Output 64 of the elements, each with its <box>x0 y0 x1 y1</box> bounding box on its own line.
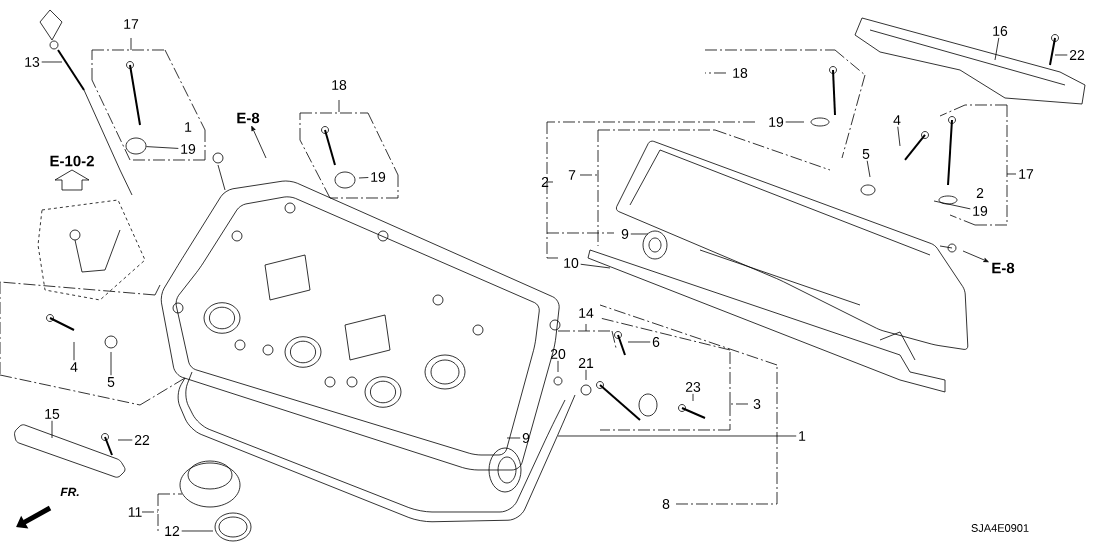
callout-number: 18 <box>733 68 748 78</box>
callout-number: 5 <box>862 149 870 159</box>
callout-number: 11 <box>128 507 142 517</box>
callout-number: 13 <box>25 57 40 67</box>
callout-number: 8 <box>662 499 670 509</box>
leader-line <box>506 437 521 439</box>
callout-number: 21 <box>578 358 594 368</box>
leader-line <box>110 351 112 376</box>
leader-line <box>580 263 611 269</box>
callout-number: 17 <box>1019 169 1034 179</box>
leader-line <box>627 341 651 343</box>
leader-line <box>994 37 1000 61</box>
callout-number: 19 <box>181 144 196 154</box>
reference-label: E-10-2 <box>50 155 94 167</box>
leader-line <box>41 61 63 63</box>
callout-number: 1 <box>799 431 806 441</box>
leader-line <box>146 146 179 149</box>
leader-line <box>73 341 75 361</box>
callout-number: 23 <box>685 382 701 392</box>
grommet <box>125 137 147 155</box>
leader-line <box>897 126 901 147</box>
callout-number: 3 <box>753 399 761 409</box>
callout-number: 15 <box>45 409 60 419</box>
leader-line <box>51 420 53 439</box>
reference-label: E-8 <box>992 262 1015 274</box>
leader-line <box>117 439 133 441</box>
callout-number: 9 <box>522 433 530 443</box>
callout-number: 22 <box>134 435 150 445</box>
callout-number: 19 <box>371 172 386 182</box>
callout-number: 2 <box>541 177 549 187</box>
leader-line <box>358 177 369 179</box>
leader-line <box>630 233 649 235</box>
callout-number: 16 <box>993 26 1008 36</box>
leader-line <box>933 200 971 210</box>
direction-label: FR. <box>60 487 79 497</box>
callout-number: 10 <box>564 258 579 268</box>
callout-number: 17 <box>124 19 139 29</box>
callout-number: 4 <box>70 362 78 372</box>
callout-number: 1 <box>185 122 192 132</box>
callout-number: 22 <box>1069 50 1085 60</box>
callout-number: 6 <box>652 337 660 347</box>
reference-label: E-8 <box>237 112 260 124</box>
leader-line <box>557 435 797 437</box>
callout-number: 19 <box>973 206 988 216</box>
callout-number: 9 <box>621 229 629 239</box>
callout-number: 19 <box>769 117 784 127</box>
callout-number: 7 <box>568 170 576 180</box>
callout-number: 4 <box>893 115 901 125</box>
leader-line <box>1054 54 1068 56</box>
leader-line <box>785 121 805 123</box>
callout-number: 18 <box>332 80 347 90</box>
callout-number: 12 <box>165 526 180 536</box>
arrow <box>962 250 989 263</box>
leader-line <box>692 393 694 402</box>
diagram-code: SJA4E0901 <box>971 524 1029 532</box>
callout-number: 14 <box>579 308 594 318</box>
leader-line <box>866 160 871 178</box>
arrow <box>251 125 267 159</box>
leader-line <box>557 360 559 373</box>
callout-number: 2 <box>976 188 984 198</box>
callout-number: 5 <box>107 377 115 387</box>
callout-number: 20 <box>550 349 566 359</box>
leader-line <box>181 530 214 532</box>
leader-line <box>585 369 587 381</box>
